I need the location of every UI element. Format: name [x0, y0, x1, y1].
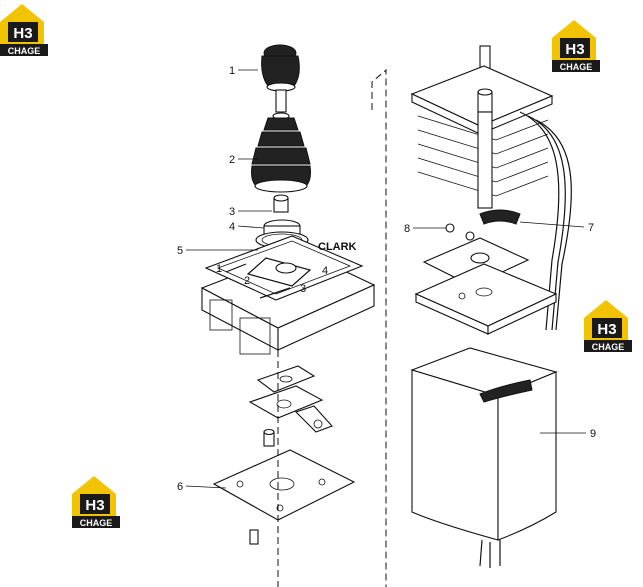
callout-2: 2 [229, 154, 258, 166]
base-plate [212, 428, 356, 545]
callout-5: 5 [177, 245, 258, 257]
brand-logo-top-right [552, 20, 600, 72]
svg-text:4: 4 [229, 221, 235, 233]
svg-text:9: 9 [590, 428, 596, 440]
svg-text:6: 6 [177, 481, 183, 493]
brand-logo-middle-right [584, 300, 632, 352]
knob [261, 44, 300, 113]
svg-text:7: 7 [588, 222, 594, 234]
gate-number-3: 3 [300, 283, 306, 295]
callout-9: 9 [540, 428, 596, 440]
callout-6: 6 [177, 481, 227, 493]
linkage-arms [248, 365, 333, 433]
mounting-plates [414, 237, 558, 335]
svg-text:CHAGE: CHAGE [8, 46, 41, 56]
svg-text:3: 3 [229, 206, 235, 218]
assembly-frame [277, 68, 387, 587]
callout-7: 7 [519, 221, 594, 234]
callout-1: 1 [229, 65, 258, 77]
svg-text:H3: H3 [13, 25, 32, 42]
gate-number-2: 2 [244, 275, 250, 287]
gate-number-4: 4 [322, 265, 328, 277]
rubber-boot [251, 112, 311, 193]
brand-logo: H3 CHAGE [0, 4, 48, 56]
plate-brand-text: CLARK [318, 241, 357, 253]
svg-text:1: 1 [229, 65, 235, 77]
callout-4: 4 [229, 221, 265, 233]
gate-plate-housing: CLARK 1 2 3 4 [200, 235, 376, 355]
collar [273, 194, 289, 213]
switch-stack [410, 45, 572, 331]
svg-text:5: 5 [177, 245, 183, 257]
switch-cam [479, 209, 521, 225]
gate-number-1: 1 [216, 263, 222, 275]
callout-3: 3 [229, 206, 272, 218]
switch-housing [410, 347, 558, 568]
brand-logo-bottom-left [72, 476, 120, 528]
screw [445, 223, 475, 241]
svg-text:2: 2 [229, 154, 235, 166]
callout-8: 8 [404, 223, 446, 235]
svg-text:8: 8 [404, 223, 410, 235]
